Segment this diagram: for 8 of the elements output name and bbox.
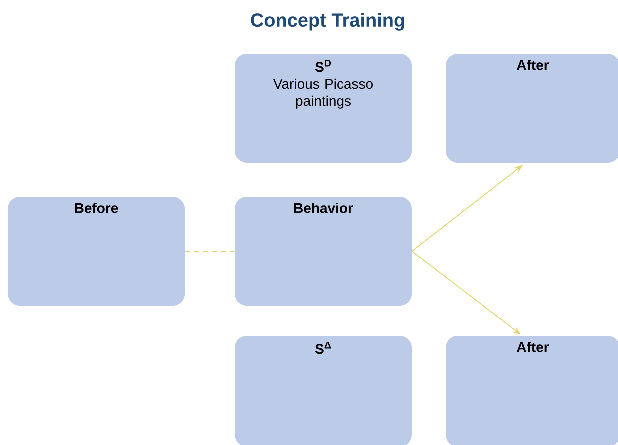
process-box: After	[446, 54, 618, 163]
process-box: Behavior	[235, 197, 412, 306]
title: Concept Training	[251, 13, 404, 31]
process-box: After	[446, 336, 618, 445]
process-box: S$^{D}$ Various Picasso paintings	[235, 54, 412, 163]
process-box: S$^{Δ}$	[235, 336, 412, 445]
process-box: Before	[8, 197, 185, 306]
connector-line	[184, 251, 236, 252]
